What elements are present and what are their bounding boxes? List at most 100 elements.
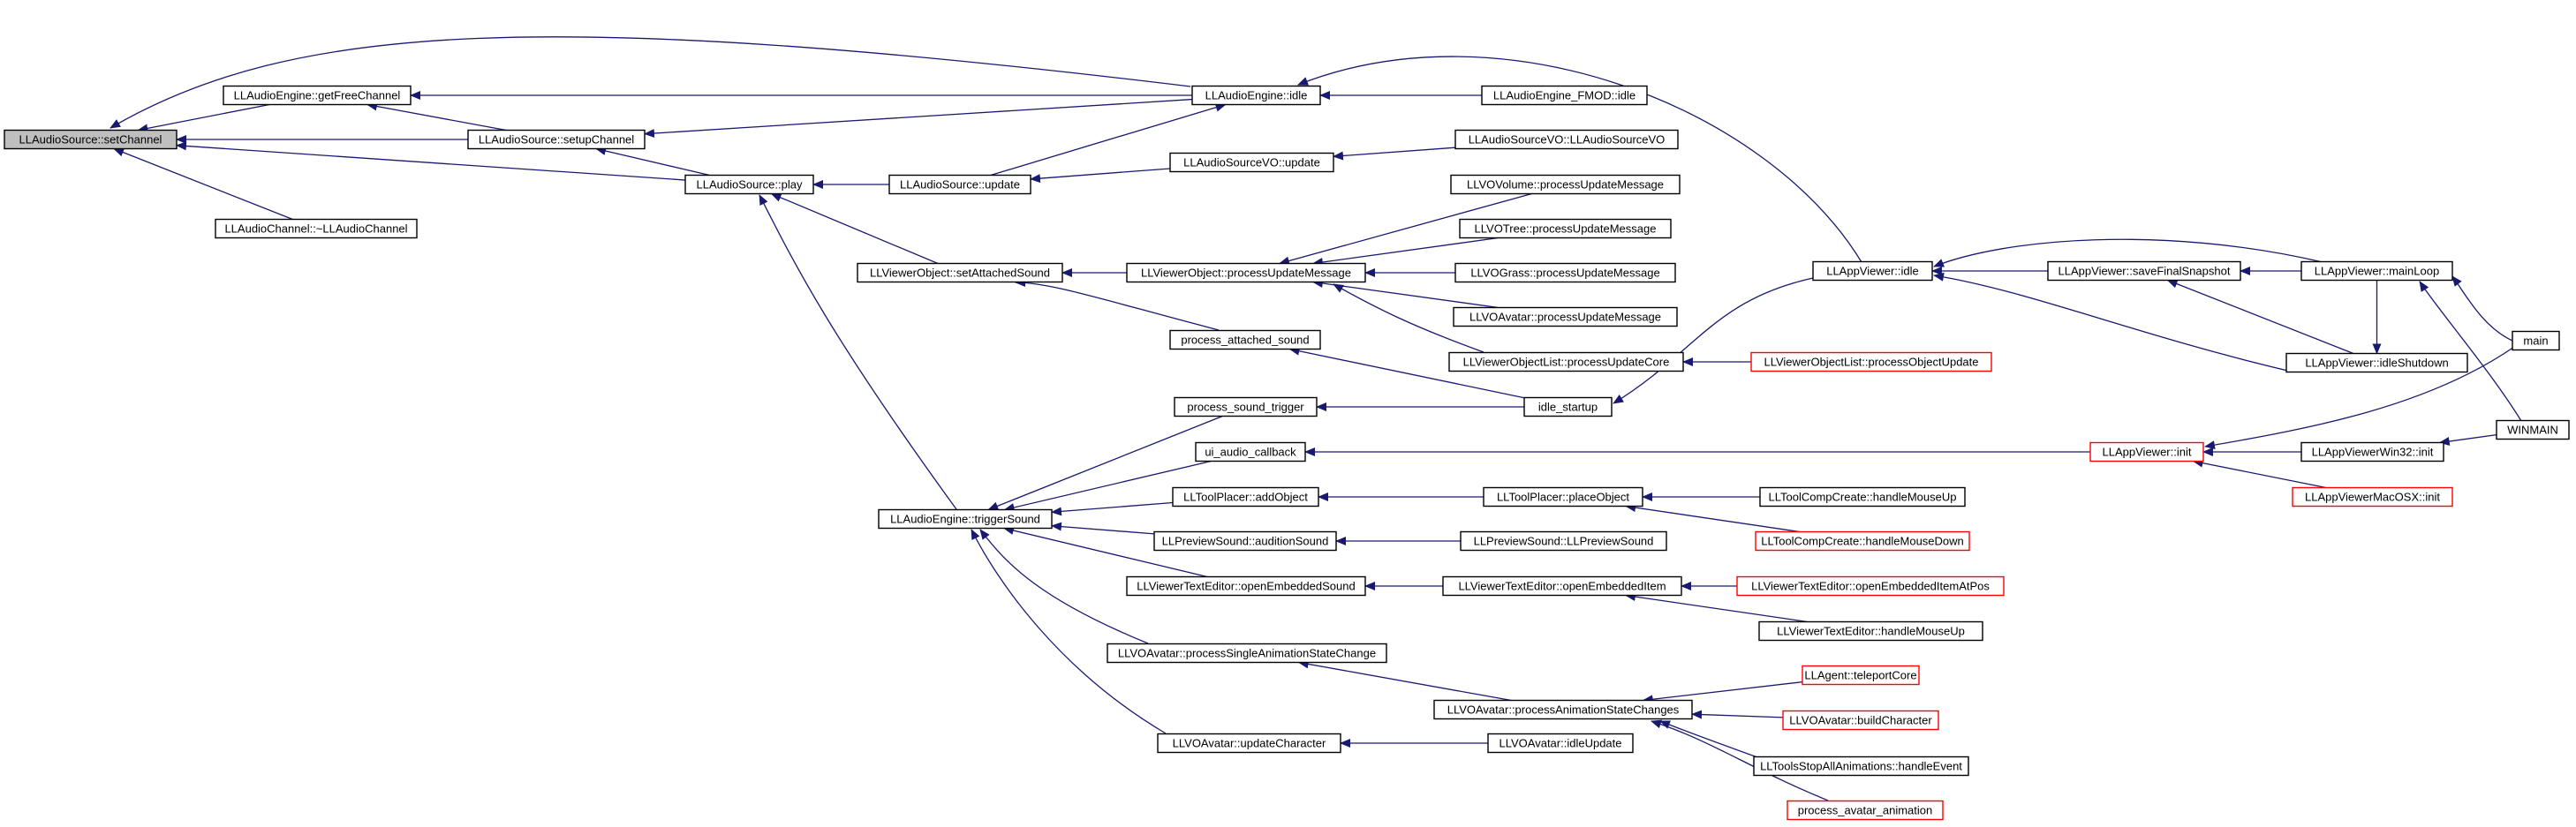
node-box[interactable] (1758, 620, 1983, 642)
node-auditionSound[interactable]: LLPreviewSound::auditionSound (1153, 530, 1337, 552)
node-box[interactable] (2285, 352, 2468, 373)
node-processUpdateCore[interactable]: LLViewerObjectList::processUpdateCore (1448, 351, 1684, 372)
node-mainLoop[interactable]: LLAppViewer::mainLoop (2300, 260, 2453, 282)
node-box[interactable] (2512, 330, 2560, 351)
node-avatarIdleUpdate[interactable]: LLVOAvatar::idleUpdate (1487, 733, 1634, 754)
node-box[interactable] (2496, 419, 2570, 440)
node-box[interactable] (857, 262, 1063, 283)
node-uiAudioCallback[interactable]: ui_audio_callback (1195, 441, 1306, 462)
node-box[interactable] (1169, 329, 1321, 350)
node-box[interactable] (1191, 85, 1321, 106)
node-box[interactable] (1126, 575, 1366, 597)
node-triggerSound[interactable]: LLAudioEngine::triggerSound (878, 508, 1053, 530)
node-voUpdate[interactable]: LLAudioSourceVO::update (1169, 152, 1334, 173)
node-box[interactable] (1174, 396, 1318, 417)
node-openEmbeddedSound[interactable]: LLViewerTextEditor::openEmbeddedSound (1126, 575, 1366, 597)
node-box[interactable] (1450, 174, 1681, 195)
node-idleStartup[interactable]: idle_startup (1523, 396, 1613, 417)
node-box[interactable] (1753, 756, 1969, 777)
node-box[interactable] (1442, 575, 1682, 597)
node-box[interactable] (1523, 396, 1613, 417)
node-processObjectUpdate[interactable]: LLViewerObjectList::processObjectUpdate (1750, 351, 1992, 372)
node-appInit[interactable]: LLAppViewer::init (2089, 441, 2204, 462)
node-winmain[interactable]: WINMAIN (2496, 419, 2570, 440)
node-volumePUM[interactable]: LLVOVolume::processUpdateMessage (1450, 174, 1681, 195)
node-box[interactable] (1755, 530, 1970, 552)
node-box[interactable] (1481, 85, 1648, 106)
node-box[interactable] (2089, 441, 2204, 462)
node-box[interactable] (1750, 351, 1992, 372)
node-buildCharacter[interactable]: LLVOAvatar::buildCharacter (1782, 710, 1939, 731)
node-box[interactable] (1487, 733, 1634, 754)
node-box[interactable] (467, 129, 646, 150)
node-box[interactable] (215, 218, 418, 239)
node-box[interactable] (1454, 129, 1679, 150)
node-box[interactable] (4, 129, 178, 150)
node-box[interactable] (684, 174, 814, 195)
node-box[interactable] (1172, 486, 1319, 507)
node-box[interactable] (1802, 665, 1920, 686)
node-addObject[interactable]: LLToolPlacer::addObject (1172, 486, 1319, 507)
node-win32Init[interactable]: LLAppViewerWin32::init (2300, 441, 2444, 462)
node-box[interactable] (2300, 260, 2453, 282)
node-box[interactable] (1459, 218, 1672, 239)
node-openEmbeddedItemAtPos[interactable]: LLViewerTextEditor::openEmbeddedItemAtPo… (1736, 575, 2005, 597)
node-box[interactable] (1736, 575, 2005, 597)
node-box[interactable] (1453, 306, 1678, 327)
node-updateCharacter[interactable]: LLVOAvatar::updateCharacter (1157, 733, 1341, 754)
node-previewCtor[interactable]: LLPreviewSound::LLPreviewSound (1460, 530, 1667, 552)
node-vobjPUM[interactable]: LLViewerObject::processUpdateMessage (1126, 262, 1366, 283)
node-setupChannel[interactable]: LLAudioSource::setupChannel (467, 129, 646, 150)
node-idleShutdown[interactable]: LLAppViewer::idleShutdown (2285, 352, 2468, 373)
node-sourceUpdate[interactable]: LLAudioSource::update (888, 174, 1031, 195)
node-setChannel[interactable]: LLAudioSource::setChannel (4, 129, 178, 150)
node-voCtor[interactable]: LLAudioSourceVO::LLAudioSourceVO (1454, 129, 1679, 150)
node-engineIdle[interactable]: LLAudioEngine::idle (1191, 85, 1321, 106)
node-box[interactable] (1169, 152, 1334, 173)
node-box[interactable] (878, 508, 1053, 530)
node-box[interactable] (2047, 260, 2241, 282)
node-box[interactable] (1153, 530, 1337, 552)
node-getFreeChannel[interactable]: LLAudioEngine::getFreeChannel (223, 85, 412, 106)
node-avatarPUM[interactable]: LLVOAvatar::processUpdateMessage (1453, 306, 1678, 327)
node-box[interactable] (1460, 530, 1667, 552)
node-main[interactable]: main (2512, 330, 2560, 351)
node-placeObject[interactable]: LLToolPlacer::placeObject (1483, 486, 1643, 507)
node-box[interactable] (1448, 351, 1684, 372)
node-box[interactable] (1782, 710, 1939, 731)
node-compCreateDown[interactable]: LLToolCompCreate::handleMouseDown (1755, 530, 1970, 552)
node-macInit[interactable]: LLAppViewerMacOSX::init (2292, 486, 2453, 507)
node-box[interactable] (1107, 643, 1387, 664)
node-compCreateUp[interactable]: LLToolCompCreate::handleMouseUp (1759, 486, 1966, 507)
node-teleportCore[interactable]: LLAgent::teleportCore (1802, 665, 1920, 686)
node-box[interactable] (2300, 441, 2444, 462)
node-box[interactable] (1787, 800, 1944, 821)
node-box[interactable] (1195, 441, 1306, 462)
node-appIdle[interactable]: LLAppViewer::idle (1812, 260, 1933, 282)
node-treePUM[interactable]: LLVOTree::processUpdateMessage (1459, 218, 1672, 239)
node-singleAnim[interactable]: LLVOAvatar::processSingleAnimationStateC… (1107, 643, 1387, 664)
node-box[interactable] (1433, 699, 1693, 720)
node-processSoundTrigger[interactable]: process_sound_trigger (1174, 396, 1318, 417)
node-grassPUM[interactable]: LLVOGrass::processUpdateMessage (1454, 262, 1676, 283)
node-box[interactable] (223, 85, 412, 106)
node-processAttachedSound[interactable]: process_attached_sound (1169, 329, 1321, 350)
node-box[interactable] (1483, 486, 1643, 507)
node-box[interactable] (1812, 260, 1933, 282)
node-box[interactable] (2292, 486, 2453, 507)
node-avatarAnimation[interactable]: process_avatar_animation (1787, 800, 1944, 821)
node-stopAllAnims[interactable]: LLToolsStopAllAnimations::handleEvent (1753, 756, 1969, 777)
node-openEmbeddedItem[interactable]: LLViewerTextEditor::openEmbeddedItem (1442, 575, 1682, 597)
node-setAttachedSound[interactable]: LLViewerObject::setAttachedSound (857, 262, 1063, 283)
node-box[interactable] (1157, 733, 1341, 754)
node-saveFinalSnapshot[interactable]: LLAppViewer::saveFinalSnapshot (2047, 260, 2241, 282)
node-play[interactable]: LLAudioSource::play (684, 174, 814, 195)
node-box[interactable] (888, 174, 1031, 195)
node-animChanges[interactable]: LLVOAvatar::processAnimationStateChanges (1433, 699, 1693, 720)
node-fmodIdle[interactable]: LLAudioEngine_FMOD::idle (1481, 85, 1648, 106)
node-box[interactable] (1759, 486, 1966, 507)
node-box[interactable] (1126, 262, 1366, 283)
node-box[interactable] (1454, 262, 1676, 283)
node-textEditorMouseUp[interactable]: LLViewerTextEditor::handleMouseUp (1758, 620, 1983, 642)
node-dtorChannel[interactable]: LLAudioChannel::~LLAudioChannel (215, 218, 418, 239)
